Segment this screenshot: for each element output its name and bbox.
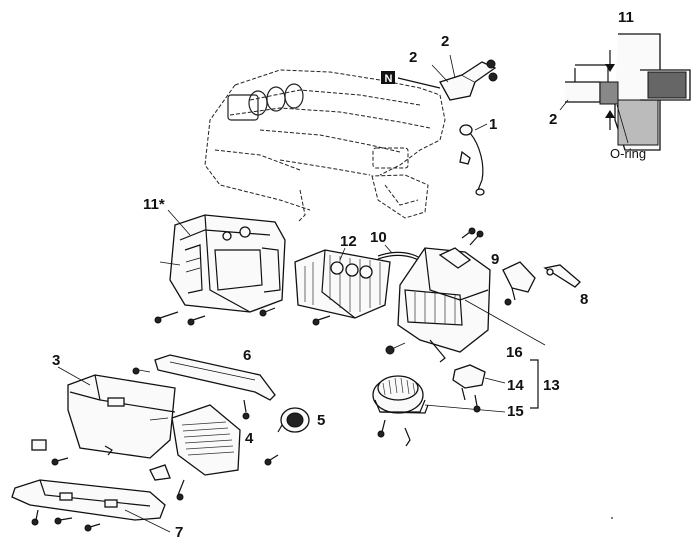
- svg-text:N: N: [385, 73, 393, 85]
- part-4-lower-cover: [149, 404, 279, 501]
- part-14-resistor: [452, 364, 506, 413]
- dashboard-outline: [204, 69, 446, 223]
- dashboard-gauges: [227, 83, 304, 121]
- label-5: 5: [317, 412, 325, 429]
- part-15-blower-motor: [372, 375, 506, 447]
- label-10: 10: [370, 229, 387, 246]
- loose-fasteners: [468, 230, 613, 519]
- label-7: 7: [175, 524, 183, 541]
- part-8-link: [543, 264, 581, 288]
- n-badge: N: [381, 71, 395, 85]
- label-14: 14: [507, 377, 524, 394]
- inset-oring-detail: 11 2 O-ring: [549, 9, 691, 161]
- part-12-heater-core: [294, 247, 391, 326]
- part-3-glove-box: [57, 366, 176, 459]
- part-5-resistor: [277, 407, 310, 433]
- glove-box-fasteners: [31, 367, 151, 466]
- part-6-support-bar: [154, 354, 276, 420]
- part-7-lower-bracket: [11, 479, 171, 533]
- label-4: 4: [245, 430, 254, 447]
- label-2b: 2: [441, 33, 449, 50]
- label-11-star: 11*: [143, 196, 165, 213]
- label-3: 3: [52, 352, 60, 369]
- callout-labels: 1 2 2 3 4 5 6 7 8 9 10 11* 12 13 14 15 1…: [52, 33, 588, 541]
- label-15: 15: [507, 403, 524, 420]
- part-16-blower-housing: [385, 227, 546, 363]
- group-13-bracket: [530, 359, 539, 409]
- part-2-control-unit: [397, 54, 498, 101]
- inset-label-oring: O-ring: [610, 146, 646, 161]
- label-12: 12: [340, 233, 357, 250]
- label-6: 6: [243, 347, 251, 364]
- part-9-bracket: [502, 261, 536, 306]
- label-1: 1: [489, 116, 497, 133]
- part-10-hose: [377, 244, 421, 262]
- label-16: 16: [506, 344, 523, 361]
- label-2a: 2: [409, 49, 417, 66]
- inset-label-2: 2: [549, 111, 557, 128]
- part-1-temperature-cable: [459, 123, 488, 196]
- part-11-heater-unit: [154, 209, 286, 326]
- label-8: 8: [580, 291, 588, 308]
- inset-label-11: 11: [618, 9, 634, 26]
- label-13: 13: [543, 377, 560, 394]
- label-9: 9: [491, 251, 499, 268]
